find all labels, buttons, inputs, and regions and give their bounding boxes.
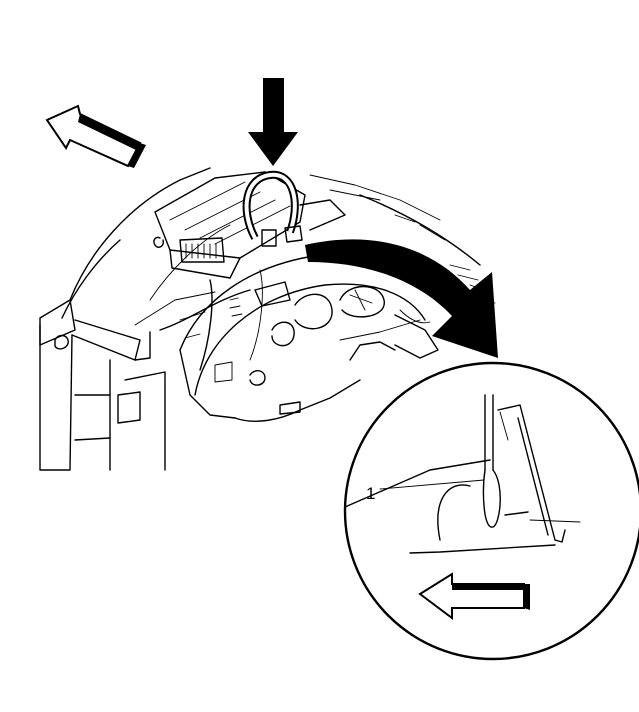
- direction-arrow-lower-left: [418, 572, 530, 620]
- callout-1: 1: [366, 479, 485, 503]
- callout-1-label: 1: [366, 484, 375, 503]
- removal-direction-arrow: [305, 239, 498, 358]
- wiring-harness-loop: [242, 170, 303, 247]
- dash-panel-right: [359, 194, 496, 304]
- push-down-arrow: [248, 78, 298, 166]
- electrical-module: [153, 171, 441, 279]
- callout-1-leader: [379, 479, 485, 490]
- direction-arrow-upper-left: [45, 104, 146, 168]
- detail-view-circle: [343, 361, 639, 661]
